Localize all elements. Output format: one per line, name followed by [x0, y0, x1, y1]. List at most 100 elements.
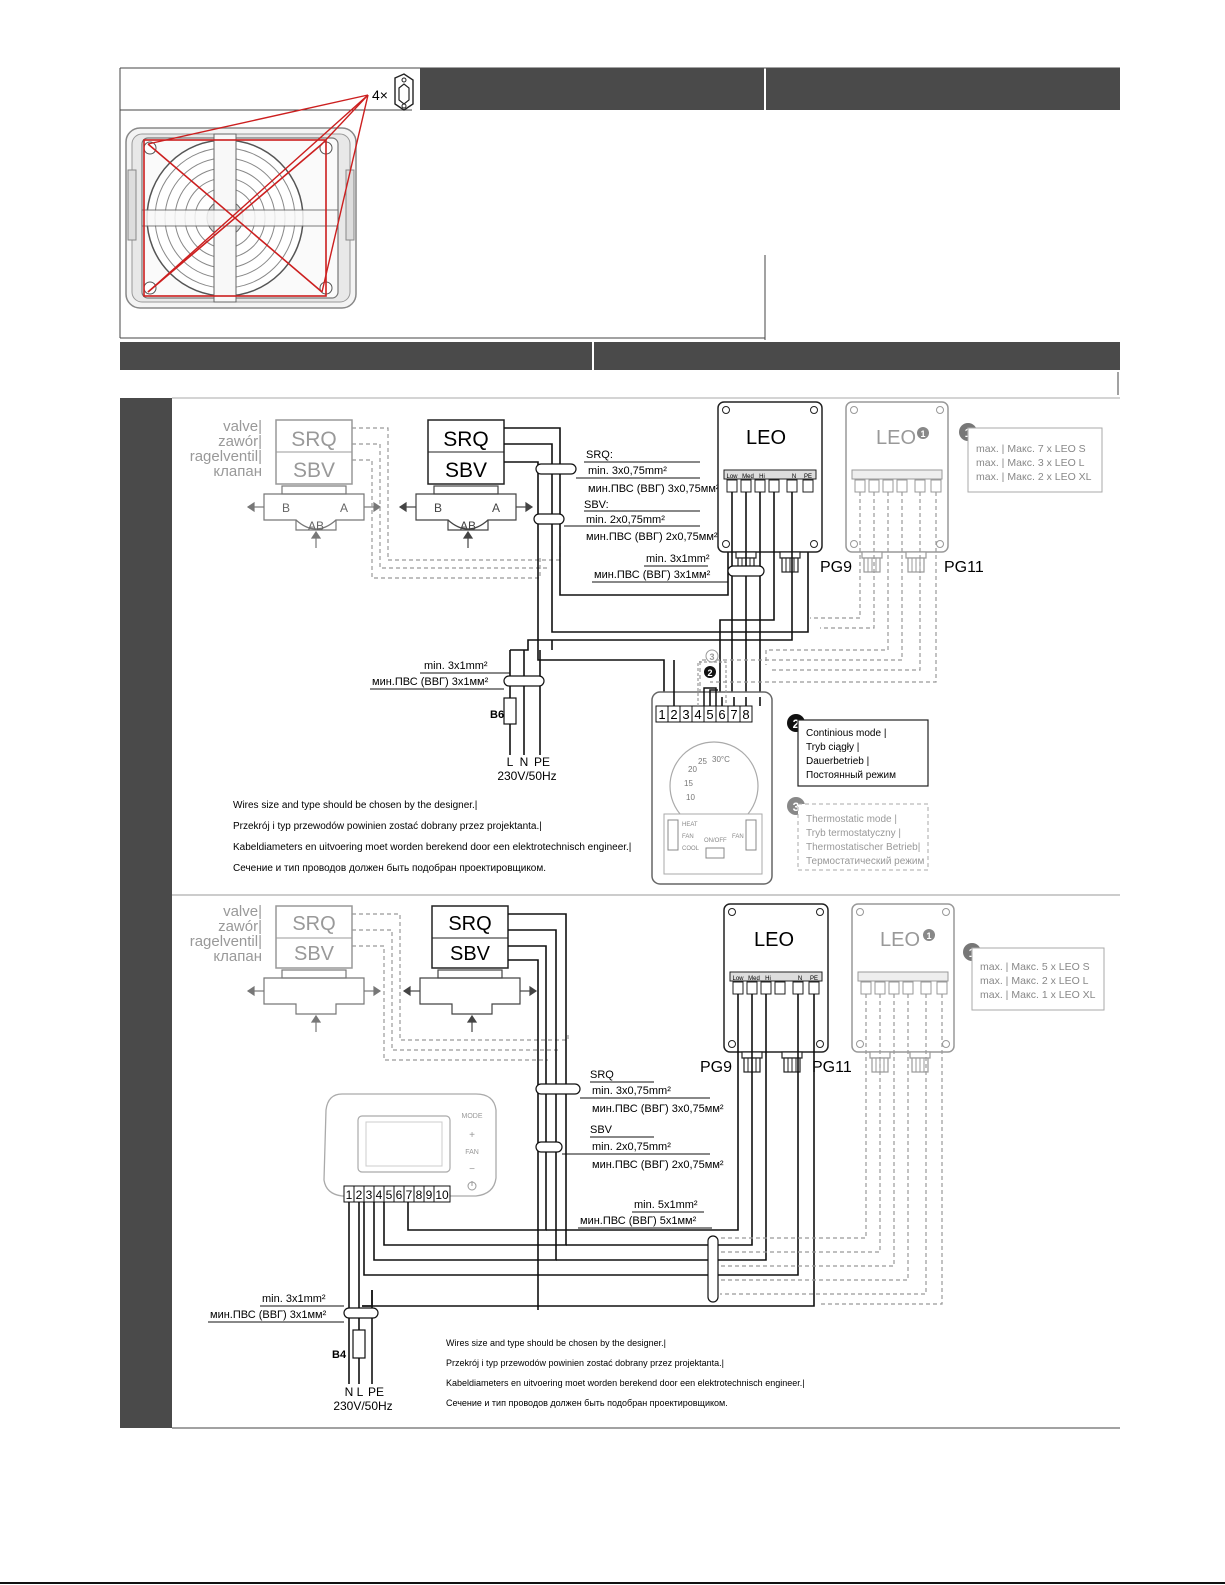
cable-srq-title: SRQ:: [586, 449, 613, 461]
ghost-valve-body: [246, 485, 382, 548]
leo-terminals: [726, 479, 814, 493]
mode2-box: [797, 719, 929, 787]
d2-leo-wires: [362, 994, 815, 1307]
cable-main-ru: мин.ПВС (ВВГ) 3x1мм²: [372, 676, 489, 688]
d2-leo-term-n: N: [798, 976, 802, 982]
cable-leo-ru: мин.ПВС (ВВГ) 3x1мм²: [594, 569, 711, 581]
note-1: Wires size and type should be chosen by …: [233, 800, 477, 811]
mains-spec: 230V/50Hz: [497, 769, 556, 783]
svg-text:2: 2: [793, 717, 800, 731]
d2-cable-sbv-title: SBV: [590, 1124, 613, 1136]
d2-ghost-actuator: [275, 905, 353, 969]
header-bar-2: [766, 68, 1120, 110]
t-term-3: 3: [682, 707, 689, 722]
valve-label-1: valve|: [223, 418, 262, 435]
d2-mains-l: L: [357, 1385, 364, 1399]
ghost-gland-2: [905, 551, 927, 573]
d2-leo-cable-sleeve: [707, 1235, 719, 1303]
leo-term-n: N: [792, 474, 796, 480]
d2-mains-cable-sleeve: [343, 1307, 379, 1319]
d2-leo-ghost-label: LEO: [880, 929, 920, 951]
d2-valve-label-3: ragelventil|: [190, 933, 262, 950]
leo-term-hi: Hi: [759, 474, 765, 480]
leo-term-low: Low: [726, 474, 738, 480]
mode2-line-2: Tryb ciągły |: [806, 742, 859, 753]
max-line-3: max. | Макс. 2 x LEO XL: [976, 471, 1092, 483]
valve-wires: [504, 427, 809, 697]
port-b: B: [434, 501, 442, 515]
port-ab: AB: [460, 519, 476, 533]
d2-leo-ghost-wires: [720, 994, 943, 1305]
ghost-srq: SRQ: [291, 428, 337, 451]
sw-fan2: FAN: [732, 834, 744, 840]
d2-leo-label: LEO: [754, 929, 794, 951]
ghost-port-a: A: [340, 501, 348, 515]
max-line-1: max. | Макс. 7 x LEO S: [976, 443, 1086, 455]
d2-note-1: Wires size and type should be chosen by …: [446, 1338, 666, 1348]
mode3-line-3: Thermostatischer Betrieb|: [806, 842, 920, 853]
leo-ghost-marker: [917, 427, 929, 439]
mount-qty: 4×: [372, 87, 388, 103]
leo-term-pe: PE: [804, 474, 812, 480]
d2-cable-srq-ru: мин.ПВС (ВВГ) 3x0,75мм²: [592, 1103, 724, 1115]
c-term-2: 2: [356, 1188, 363, 1202]
mode3-box: [797, 803, 929, 871]
ghost-port-ab: AB: [308, 519, 324, 533]
bracket-icon: [394, 73, 414, 111]
d2-note-4: Сечение и тип проводов должен быть подоб…: [446, 1398, 728, 1408]
mains-l: L: [507, 755, 514, 769]
ghost-sbv: SBV: [293, 459, 335, 482]
d2-max-line-1: max. | Макс. 5 x LEO S: [980, 961, 1090, 973]
d2-fuse-label: B4: [332, 1349, 347, 1361]
sw-fan: FAN: [682, 834, 694, 840]
d2-cable-leo-ru: мин.ПВС (ВВГ) 5x1мм²: [580, 1215, 697, 1227]
ghost-port-b: B: [282, 501, 290, 515]
mode3-line-1: Thermostatic mode |: [806, 814, 897, 825]
fuse-b4: [352, 1329, 366, 1359]
cable-sleeve-srq: [535, 463, 577, 475]
d2-valve-label-4: клапан: [213, 948, 262, 965]
port-a: A: [492, 501, 500, 515]
mode2-line-3: Dauerbetrieb |: [806, 756, 869, 767]
actuator-sbv: SBV: [445, 459, 487, 482]
pg9-label: PG9: [820, 559, 852, 576]
ctrl-plus: +: [469, 1130, 475, 1141]
d2-cable-sbv-ru: мин.ПВС (ВВГ) 2x0,75мм²: [592, 1159, 724, 1171]
fuse-label: B6: [490, 709, 504, 721]
jumper-3-marker: 3: [709, 652, 714, 662]
dial-25: 25: [698, 757, 707, 766]
leo-terminal-strip: [723, 469, 817, 480]
d2-cable-sleeve-sbv: [535, 1141, 563, 1153]
d2-actuator-sbv: SBV: [450, 943, 491, 965]
d2-cable-srq-title: SRQ: [590, 1069, 614, 1081]
mounting-markers: [143, 94, 369, 297]
dial-20: 20: [688, 765, 697, 774]
d2-mains-pe: PE: [368, 1385, 384, 1399]
t-term-8: 8: [742, 707, 749, 722]
section-bar-1: [120, 342, 592, 370]
side-bar: [120, 398, 172, 1428]
d2-ghost-sbv: SBV: [294, 943, 335, 965]
note-4: Сечение и тип проводов должен быть подоб…: [233, 862, 546, 874]
d2-leo-term-pe: PE: [810, 976, 818, 982]
note-2: Przekrój i typ przewodów powinien zostać…: [233, 821, 542, 832]
d2-leo-term-low: Low: [732, 976, 744, 982]
d2-valve-label-1: valve|: [223, 903, 262, 920]
c-term-1: 1: [346, 1188, 353, 1202]
d2-cable-srq-min: min. 3x0,75mm²: [592, 1085, 671, 1097]
d2-valve-label-2: zawór|: [218, 918, 262, 935]
d2-cable-sbv-min: min. 2x0,75mm²: [592, 1141, 671, 1153]
leo-wires: [552, 492, 793, 697]
valve-body: [398, 485, 534, 548]
mains-n: N: [520, 755, 529, 769]
d2-max-line-3: max. | Макс. 1 x LEO XL: [980, 989, 1096, 1001]
t-term-1: 1: [658, 707, 665, 722]
d2-ghost-srq: SRQ: [292, 913, 335, 935]
dial-10: 10: [686, 793, 695, 802]
d2-cable-main-ru: мин.ПВС (ВВГ) 3x1мм²: [210, 1309, 327, 1321]
d2-pg11-label: PG11: [812, 1059, 852, 1076]
controller-terminals: [343, 1185, 451, 1203]
d2-ghost-valve-body: [246, 969, 382, 1032]
dial-30: 30°C: [712, 755, 730, 764]
